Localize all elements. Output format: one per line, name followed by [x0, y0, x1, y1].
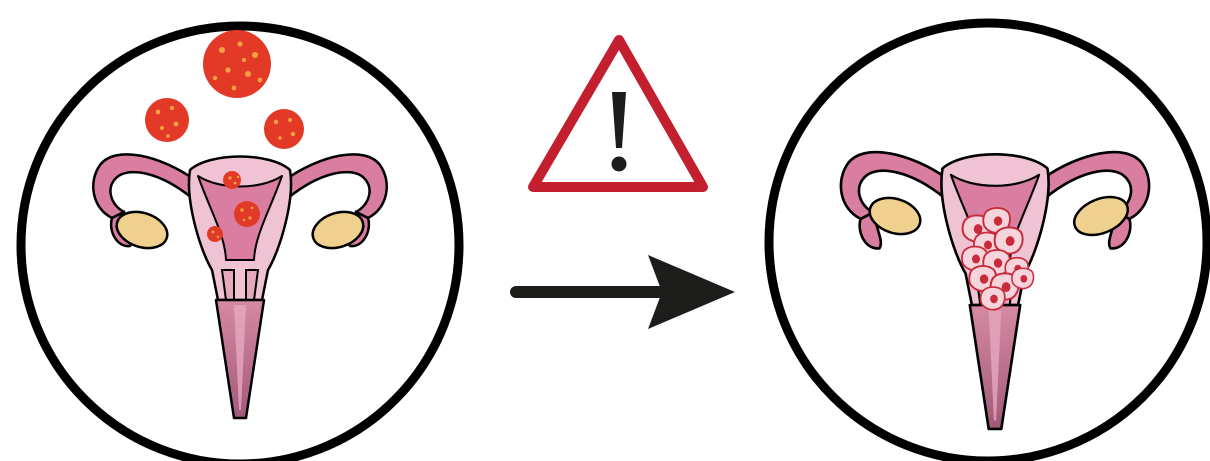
virus-icon	[264, 109, 304, 149]
virus-icon	[145, 98, 189, 142]
virus-icon	[203, 30, 271, 98]
right-arrow-icon	[516, 255, 735, 329]
warning-triangle-icon	[533, 40, 703, 187]
virus-icon	[223, 171, 241, 189]
before-panel	[21, 26, 459, 461]
virus-icon	[234, 201, 260, 227]
virus-icon	[207, 226, 223, 242]
after-panel	[769, 23, 1207, 461]
